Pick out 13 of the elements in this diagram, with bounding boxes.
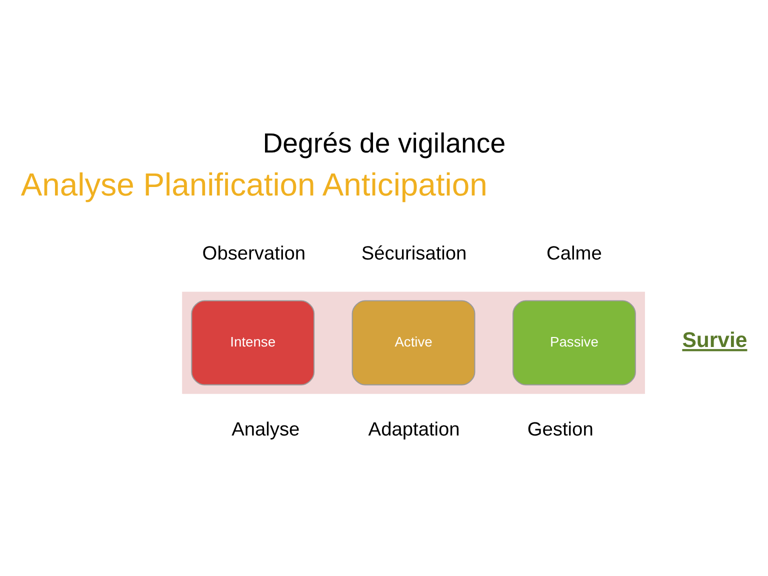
label: Gestion (527, 419, 594, 440)
label: Analyse Planification Anticipation (20, 166, 488, 202)
label: Adaptation (368, 419, 460, 440)
diagram-title: Degrés de vigilance (262, 128, 506, 159)
label: Sécurisation (361, 244, 467, 265)
node-box: Passive (512, 300, 636, 386)
label: Analyse (232, 419, 300, 440)
cluster (182, 292, 645, 394)
label: Calme (546, 244, 602, 265)
label: Survie (682, 328, 748, 352)
node-box: Intense (191, 300, 315, 386)
label: Observation (202, 244, 306, 265)
node-box: Active (352, 300, 476, 386)
